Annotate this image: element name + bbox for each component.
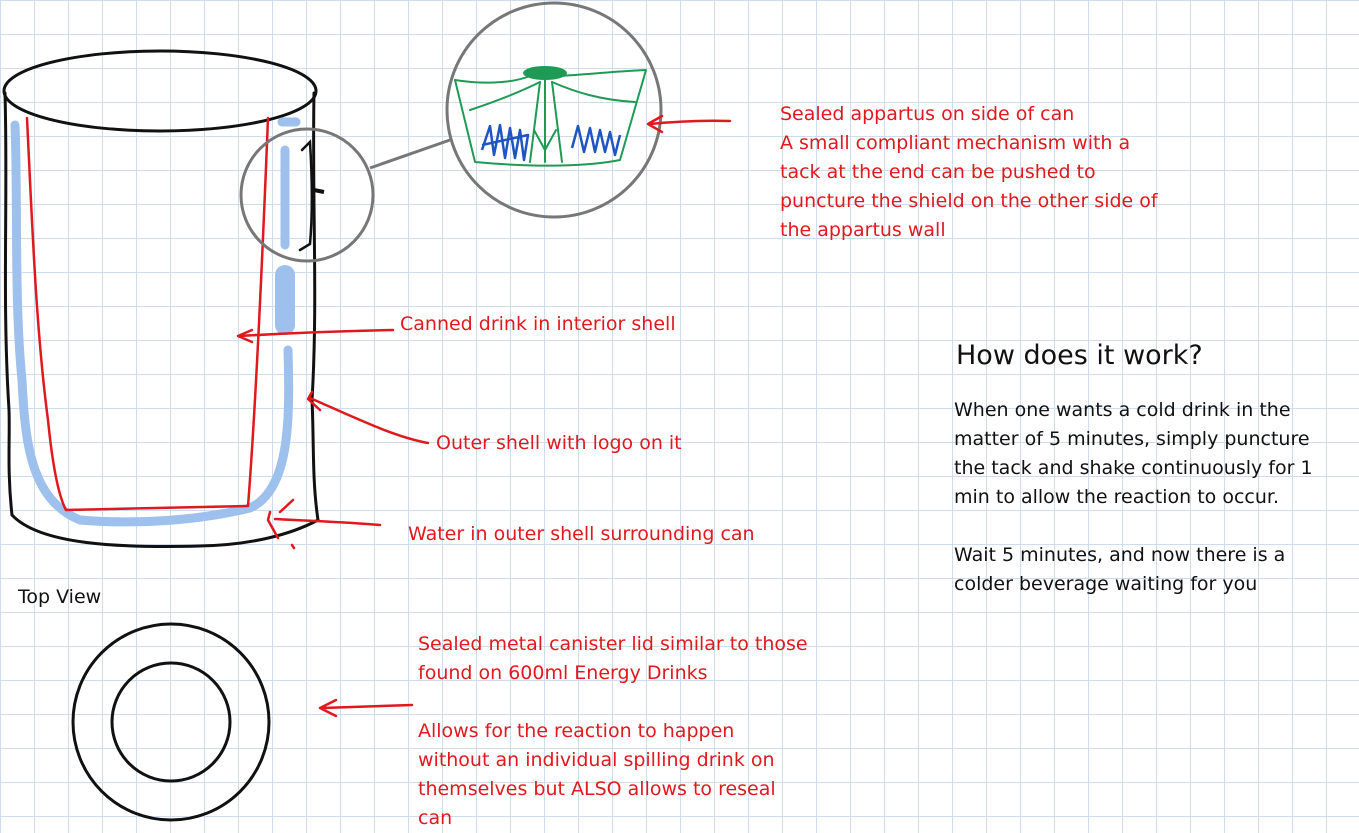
note-apparatus-line: Sealed appartus on side of can bbox=[780, 100, 1158, 129]
can-right-wall bbox=[312, 93, 318, 520]
outer-can bbox=[4, 51, 318, 546]
note-canned-drink: Canned drink in interior shell bbox=[400, 310, 676, 339]
magnifier bbox=[241, 3, 661, 261]
top-view-label: Top View bbox=[18, 584, 101, 610]
how-line: matter of 5 minutes, simply puncture bbox=[954, 425, 1313, 454]
note-lid-line: Allows for the reaction to happen bbox=[418, 717, 808, 746]
how-line: the tack and shake continuously for 1 bbox=[954, 454, 1313, 483]
tack-head bbox=[523, 66, 567, 80]
arrow-outer-shell bbox=[308, 392, 428, 443]
magnifier-small-circle bbox=[241, 129, 373, 261]
note-apparatus-line: puncture the shield on the other side of bbox=[780, 187, 1158, 216]
top-view-diagram bbox=[73, 624, 269, 820]
note-apparatus-line: tack at the end can be pushed to bbox=[780, 158, 1158, 187]
note-lid-line: Sealed metal canister lid similar to tho… bbox=[418, 630, 808, 659]
note-water: Water in outer shell surrounding can bbox=[408, 520, 755, 549]
how-line: When one wants a cold drink in the bbox=[954, 396, 1313, 425]
how-line: colder beverage waiting for you bbox=[954, 570, 1313, 599]
compliant-mechanism bbox=[455, 70, 646, 166]
how-line: Wait 5 minutes, and now there is a bbox=[954, 541, 1313, 570]
scribble-right bbox=[572, 126, 620, 155]
interior-can bbox=[27, 118, 268, 510]
note-lid-line: can bbox=[418, 804, 808, 833]
note-lid-gap bbox=[418, 688, 808, 717]
note-apparatus-line: A small compliant mechanism with a bbox=[780, 129, 1158, 158]
note-lid: Sealed metal canister lid similar to tho… bbox=[418, 630, 808, 833]
water-layer bbox=[15, 122, 296, 522]
magnifier-large-circle bbox=[447, 3, 661, 217]
how-line: min to allow the reaction to occur. bbox=[954, 483, 1313, 512]
how-it-works-title: How does it work? bbox=[956, 338, 1203, 374]
magnifier-connector bbox=[370, 140, 450, 168]
how-it-works-body: When one wants a cold drink in the matte… bbox=[954, 396, 1313, 599]
note-lid-line: found on 600ml Energy Drinks bbox=[418, 659, 808, 688]
scribble-left bbox=[482, 125, 528, 160]
note-apparatus: Sealed appartus on side of can A small c… bbox=[780, 100, 1158, 245]
note-outer-shell: Outer shell with logo on it bbox=[436, 429, 682, 458]
arrow-apparatus bbox=[648, 116, 730, 132]
note-lid-line: without an individual spilling drink on bbox=[418, 746, 808, 775]
top-view-outer-circle bbox=[73, 624, 269, 820]
note-apparatus-line: the appartus wall bbox=[780, 216, 1158, 245]
note-lid-line: themselves but ALSO allows to reseal bbox=[418, 775, 808, 804]
side-apparatus bbox=[300, 142, 312, 250]
top-view-inner-circle bbox=[112, 663, 230, 781]
arrow-lid bbox=[320, 700, 412, 716]
can-left-wall bbox=[5, 93, 12, 515]
how-gap bbox=[954, 512, 1313, 541]
